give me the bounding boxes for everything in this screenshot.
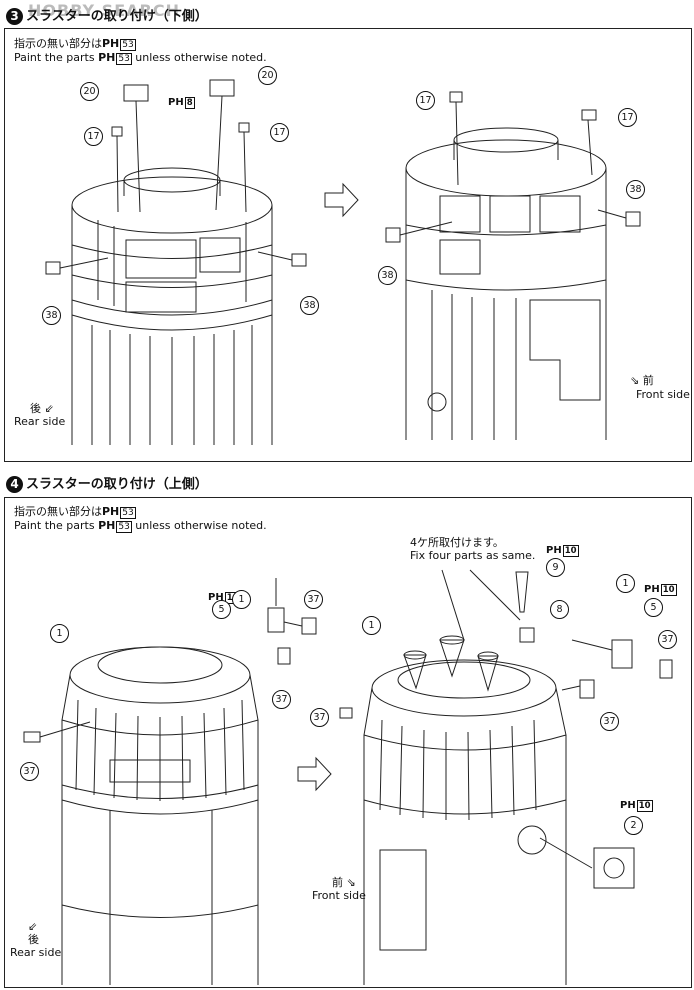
step4-ph-value: 53 — [120, 507, 136, 519]
step4-rear-jp: 後 — [28, 933, 39, 946]
step4-callout-1a: 1 — [232, 590, 251, 609]
step4-callout-8: 8 — [550, 600, 569, 619]
step3-note-jp: 指示の無い部分は — [14, 37, 102, 50]
step3-part-ph-letter: PH — [168, 97, 184, 108]
step4-callout-1d: 1 — [616, 574, 635, 593]
step4-front-label: 前 ⇘ Front side — [312, 876, 366, 902]
step4-rear-arrow-icon: ⇙ — [28, 920, 38, 933]
step4-rear-label: ⇙ 後 Rear side — [10, 920, 61, 959]
step3-front-arrow-icon: ⇘ — [630, 374, 640, 387]
step4-ph10-c-letter: PH — [644, 584, 660, 595]
step3-front-jp: 前 — [642, 374, 654, 387]
step3-rear-label: 後 ⇙ Rear side — [14, 402, 65, 428]
step3-note-en-post: unless otherwise noted. — [135, 51, 267, 64]
step4-ph-value-2: 53 — [116, 521, 132, 533]
step4-note-jp: 指示の無い部分は — [14, 505, 102, 518]
step4-callout-37f: 37 — [310, 708, 329, 727]
step4-callout-37d: 37 — [658, 630, 677, 649]
step3-ph-value: 53 — [120, 39, 136, 51]
watermark-logo: HOBBY SEARCH — [28, 1, 180, 20]
step3-front-label: ⇘ 前 — [630, 374, 654, 387]
step3-front-en: Front side — [636, 388, 690, 401]
step4-fix-note: 4ケ所取付けます。 Fix four parts as same. — [410, 536, 535, 562]
step4-fix-note-en: Fix four parts as same. — [410, 549, 536, 562]
step4-panel — [4, 497, 692, 988]
step4-ph10-d-letter: PH — [620, 800, 636, 811]
step4-callout-5a: 5 — [212, 600, 231, 619]
step4-callout-37e: 37 — [600, 712, 619, 731]
step4-callout-37b: 37 — [272, 690, 291, 709]
step3-left-cylinder — [45, 79, 307, 445]
step4-ph10-b-letter: PH — [546, 545, 562, 556]
step3-ph-letter: PH — [102, 37, 120, 50]
step4-ph10-c-value: 10 — [660, 584, 677, 596]
step4-ph10-a-letter: PH — [208, 592, 224, 603]
step4-note-en-pre: Paint the parts — [14, 519, 95, 532]
step4-callout-5b: 5 — [644, 598, 663, 617]
step3-panel — [4, 28, 692, 462]
step4-front-en: Front side — [312, 889, 366, 902]
step4-callout-2: 2 — [624, 816, 643, 835]
step4-callout-1c: 1 — [362, 616, 381, 635]
step3-callout-20a: 20 — [80, 82, 99, 101]
step4-callout-9: 9 — [546, 558, 565, 577]
step3-callout-38c: 38 — [626, 180, 645, 199]
step4-ph10-d-value: 10 — [636, 800, 653, 812]
step3-note-en-pre: Paint the parts — [14, 51, 95, 64]
step3-callout-20b: 20 — [258, 66, 277, 85]
step4-callout-37c: 37 — [20, 762, 39, 781]
step3-title-text: スラスターの取り付け（下側） — [26, 9, 208, 24]
step4-title-text: スラスターの取り付け（上側） — [26, 477, 208, 492]
step3-callout-17d: 17 — [618, 108, 637, 127]
step3-callout-38a: 38 — [42, 306, 61, 325]
step4-ph-letter-2: PH — [98, 519, 116, 532]
step4-front-arrow-icon: ⇘ — [346, 876, 356, 889]
step3-right-cylinder — [385, 91, 641, 440]
step3-rear-arrow-icon: ⇙ — [44, 402, 54, 415]
step4-front-jp: 前 — [332, 876, 343, 889]
step3-rear-en: Rear side — [14, 415, 66, 428]
step4-ph10-b-value: 10 — [562, 545, 579, 557]
step3-rear-jp: 後 — [30, 402, 41, 415]
step3-part-ph-value: 8 — [184, 97, 195, 109]
step3-callout-17b: 17 — [270, 123, 289, 142]
step4-right-cylinder — [339, 569, 673, 985]
step4-ph-letter: PH — [102, 505, 120, 518]
step3-callout-17a: 17 — [84, 127, 103, 146]
step4-callout-1b: 1 — [50, 624, 69, 643]
step3-callout-38b: 38 — [300, 296, 319, 315]
step4-fix-note-jp: 4ケ所取付けます。 — [410, 536, 504, 549]
step3-callout-17c: 17 — [416, 91, 435, 110]
step4-left-cylinder — [23, 578, 317, 985]
step4-rear-en: Rear side — [10, 946, 62, 959]
step4-callout-37a: 37 — [304, 590, 323, 609]
step4-number: 4 — [6, 476, 23, 493]
step4-note-en-post: unless otherwise noted. — [135, 519, 267, 532]
step3-number: 3 — [6, 8, 23, 25]
step3-ph-value-2: 53 — [116, 53, 132, 65]
step3-ph-letter-2: PH — [98, 51, 116, 64]
step3-callout-38d: 38 — [378, 266, 397, 285]
